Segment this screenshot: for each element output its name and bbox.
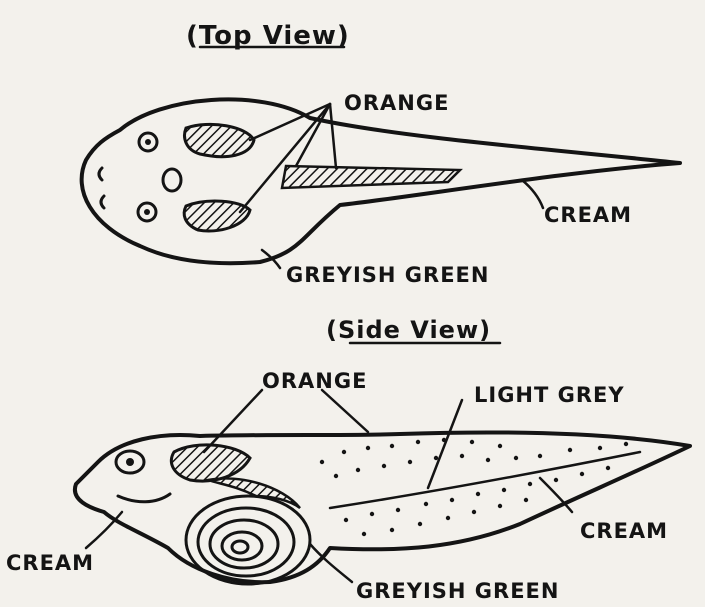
top-center-spot [163,169,181,191]
top-right-eye-pupil [144,209,150,215]
side-body-outline [75,433,690,583]
top-nostril-upper [99,168,102,180]
side-eye-pupil [126,458,134,466]
side-view-tadpole [75,390,690,584]
top-orange-stripe [282,166,460,188]
side-orange-patch [171,445,250,481]
top-label-cream: CREAM [544,203,632,227]
side-orange-leaders [204,390,368,452]
side-label-greyish-green: GREYISH GREEN [356,579,559,603]
side-mouth [118,494,170,502]
side-cream-head-leader [86,512,122,548]
side-belly-hatch [208,478,300,508]
side-light-grey-leader [428,400,462,488]
top-orange-patch-lower [184,201,250,231]
side-coiled-gut [186,496,310,584]
top-label-orange: ORANGE [344,91,449,115]
top-left-eye-pupil [145,139,151,145]
top-view-tadpole [82,99,680,268]
side-tail-lateral-line [330,452,640,508]
top-cream-leader [522,180,543,208]
side-label-cream-head: CREAM [6,551,94,575]
top-orange-patch-upper [185,124,254,156]
top-orange-leaders [240,104,336,212]
side-label-orange: ORANGE [262,369,367,393]
top-label-greyish-green: GREYISH GREEN [286,263,489,287]
side-label-cream-tail: CREAM [580,519,668,543]
side-view-title: (Side View) [326,316,491,344]
side-label-light-grey: LIGHT GREY [474,383,625,407]
top-nostril-lower [101,196,104,208]
